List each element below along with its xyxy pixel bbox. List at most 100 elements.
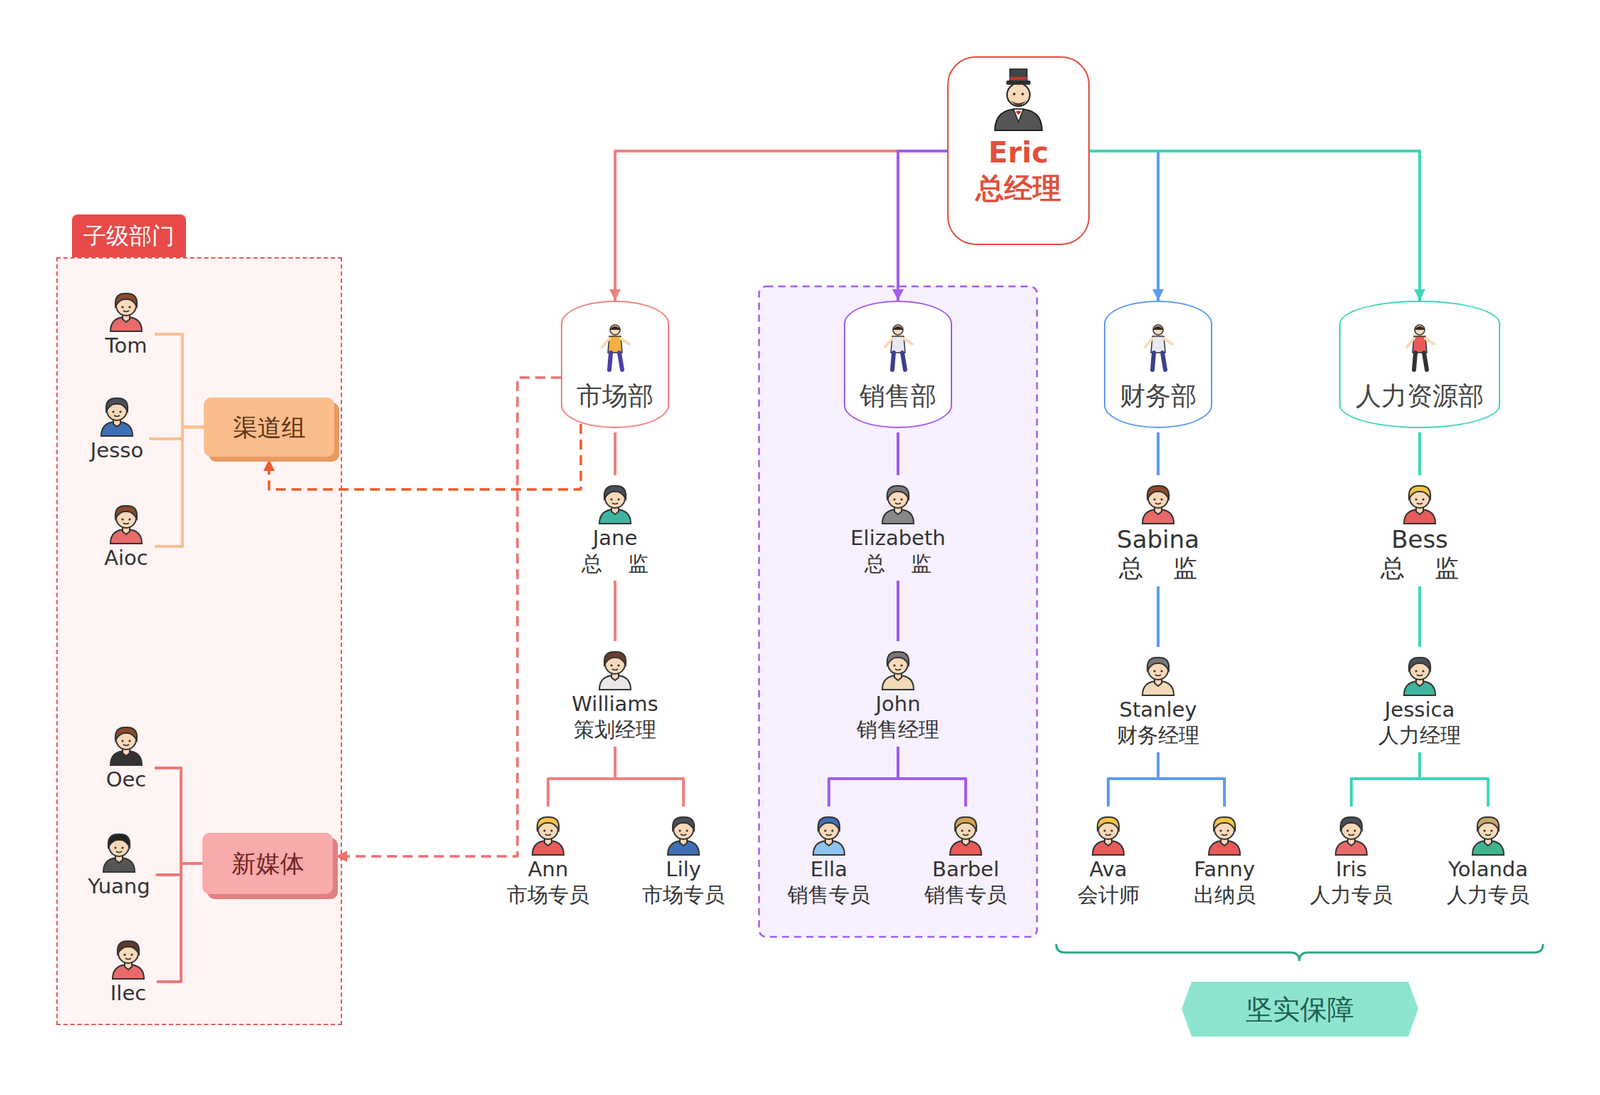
icon-holder xyxy=(581,479,648,526)
person-name: Iris xyxy=(1309,856,1393,883)
connector xyxy=(156,863,203,983)
icon-holder xyxy=(924,811,1008,857)
avatar-icon xyxy=(1396,651,1443,698)
department-label: 市场部 xyxy=(576,381,654,412)
person-title: 销售专员 xyxy=(787,882,871,908)
person-name: Eric xyxy=(988,134,1049,171)
person-node: Jesso xyxy=(90,391,144,464)
arrowhead xyxy=(1152,289,1164,301)
avatar-icon xyxy=(660,811,707,857)
connector xyxy=(1158,752,1225,807)
person-name: Fanny xyxy=(1193,856,1256,883)
person-node: Barbel销售专员 xyxy=(924,811,1008,908)
person-title: 策划经理 xyxy=(571,716,658,743)
department-label: 销售部 xyxy=(859,381,937,412)
icon-holder xyxy=(1116,651,1200,698)
avatar-icon xyxy=(592,479,638,526)
connector xyxy=(897,151,948,301)
person-title: 销售专员 xyxy=(924,882,1008,908)
person-node: Jessica人力经理 xyxy=(1378,651,1462,749)
person-name: Sabina xyxy=(1116,525,1200,554)
person-node: Iris人力专员 xyxy=(1309,811,1393,908)
arrowhead xyxy=(609,289,621,301)
person-name: Elizabeth xyxy=(850,525,946,551)
avatar-icon xyxy=(592,645,638,692)
group-label: 渠道组 xyxy=(233,413,306,442)
icon-holder xyxy=(105,935,152,981)
connector xyxy=(154,334,204,428)
icon-holder xyxy=(642,811,725,857)
group-label: 新媒体 xyxy=(231,849,305,879)
connector xyxy=(1419,752,1489,807)
person-node: Tom xyxy=(103,287,149,359)
avatar-icon xyxy=(103,721,149,767)
person-name: Ella xyxy=(787,856,871,883)
person-name: Aioc xyxy=(103,545,149,571)
person-name: John xyxy=(856,691,940,717)
person-node: Aioc xyxy=(103,499,149,571)
avatar-icon xyxy=(94,391,140,438)
person-node: Sabina总 监 xyxy=(1116,479,1200,583)
person-name: Bess xyxy=(1380,525,1459,554)
connector xyxy=(613,432,617,476)
department-box: 销售部 xyxy=(843,300,953,429)
connector xyxy=(1089,151,1420,301)
brace xyxy=(1056,944,1543,962)
department-icon xyxy=(1136,322,1180,373)
group-box: 新媒体 xyxy=(202,833,333,895)
person-node: Fanny出纳员 xyxy=(1193,811,1256,908)
person-title: 市场专员 xyxy=(506,882,590,908)
person-name: Jane xyxy=(581,525,648,551)
person-title: 总 监 xyxy=(1116,553,1200,583)
icon-holder xyxy=(1446,811,1530,857)
person-node: Bess总 监 xyxy=(1380,479,1459,583)
connector xyxy=(148,427,204,440)
person-title: 总 监 xyxy=(1380,553,1459,583)
connector xyxy=(1156,432,1160,476)
icon-holder xyxy=(1136,322,1180,376)
icon-holder xyxy=(103,499,149,546)
person-name: Ava xyxy=(1077,856,1140,883)
avatar-icon xyxy=(103,287,149,333)
icon-holder xyxy=(87,828,150,874)
person-title: 财务经理 xyxy=(1116,722,1200,749)
person-title: 人力专员 xyxy=(1446,882,1530,908)
person-node: Stanley财务经理 xyxy=(1116,651,1200,749)
person-title: 总经理 xyxy=(975,170,1062,206)
person-node: Jane总 监 xyxy=(581,479,648,577)
connector xyxy=(154,427,204,548)
person-node: Yuang xyxy=(87,828,150,900)
department-box: 人力资源部 xyxy=(1339,300,1501,429)
avatar-icon xyxy=(96,828,142,874)
icon-holder xyxy=(1378,651,1462,698)
person-name: Jesso xyxy=(90,437,144,464)
person-name: Ann xyxy=(506,856,590,883)
department-box: 市场部 xyxy=(560,300,670,429)
person-node: John销售经理 xyxy=(856,645,940,743)
connector xyxy=(615,151,948,301)
department-label: 财务部 xyxy=(1119,381,1197,412)
icon-holder xyxy=(1398,322,1442,376)
slogan-text: 坚实保障 xyxy=(1245,994,1355,1026)
icon-holder xyxy=(986,67,1051,135)
manager-icon xyxy=(986,67,1051,132)
person-node: Lily市场专员 xyxy=(642,811,725,908)
person-node: Oec xyxy=(103,721,149,793)
icon-holder xyxy=(506,811,590,857)
person-node: Ann市场专员 xyxy=(506,811,590,908)
connector xyxy=(548,746,616,807)
person-node: Ella销售专员 xyxy=(787,811,871,908)
arrowhead xyxy=(892,289,904,301)
avatar-icon xyxy=(1135,651,1181,698)
avatar-icon xyxy=(103,499,149,546)
subdept-ground xyxy=(56,257,343,1026)
person-node: Ava会计师 xyxy=(1077,811,1140,908)
avatar-icon xyxy=(1465,811,1511,857)
person-name: Lily xyxy=(642,856,725,883)
connector xyxy=(615,746,684,807)
avatar-icon xyxy=(1201,811,1248,857)
connector xyxy=(154,768,203,864)
